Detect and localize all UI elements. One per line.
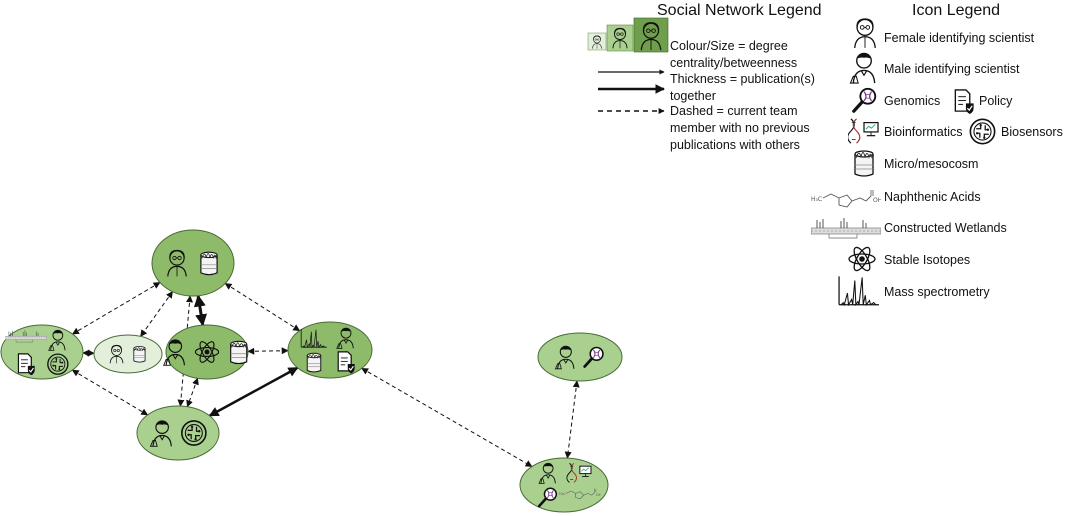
female-scientist-mesocosm-node xyxy=(151,229,235,297)
male-scientist-bioinformatics-naphthenic-node xyxy=(519,457,609,513)
edge-G-H-dashed xyxy=(564,380,580,459)
icon-legend-title: Icon Legend xyxy=(912,2,1001,19)
node-ellipse xyxy=(537,332,623,382)
social-legend-item-dashed: Dashed = current team member with no pre… xyxy=(670,104,810,152)
icon-label-male: Male identifying scientist xyxy=(884,62,1020,76)
female-scientist-mesocosm-light-node xyxy=(93,334,163,374)
node-ellipse xyxy=(0,324,84,380)
node-ellipse xyxy=(93,334,163,374)
social-legend-item-thickness: Thickness = publication(s) together xyxy=(670,72,815,103)
mass-spectrometry-icon xyxy=(838,275,880,306)
node-ellipse xyxy=(287,321,373,379)
male-scientist-genomics-node xyxy=(537,332,623,382)
social-legend-item-colour-size: Colour/Size = degree centrality/betweenn… xyxy=(670,39,798,70)
social-legend-graphics xyxy=(587,17,669,114)
male-scientist-wetlands-policy-biosensors-node xyxy=(0,324,84,380)
network-edges xyxy=(71,282,580,467)
policy-icon xyxy=(954,89,975,114)
mesocosm-icon xyxy=(200,251,218,276)
icon-label-policy: Policy xyxy=(979,94,1013,108)
icon-label-genomics: Genomics xyxy=(884,94,941,108)
edge-D-E-dashed xyxy=(247,347,289,355)
stable-isotopes-icon xyxy=(848,244,876,274)
naphthenic-acids-icon xyxy=(811,189,881,208)
social-legend-title: Social Network Legend xyxy=(657,2,822,19)
male-scientist-icon xyxy=(849,52,876,84)
bioinformatics-icon xyxy=(848,118,879,144)
male-scientist-isotopes-mesocosm-node xyxy=(163,324,249,380)
icon-label-female: Female identifying scientist xyxy=(884,31,1035,45)
colour-size-swatch xyxy=(587,17,669,53)
edge-D-F-dashed xyxy=(186,377,199,408)
edge-B-F-dashed xyxy=(71,369,149,416)
node-ellipse xyxy=(136,405,220,461)
edge-A-F-dashed xyxy=(177,295,194,407)
network-nodes xyxy=(0,229,623,513)
edge-A-C-dashed xyxy=(140,291,173,337)
genomics-icon xyxy=(852,87,877,113)
edge-A-B-dashed xyxy=(71,282,161,335)
mesocosm-icon xyxy=(133,346,146,363)
icon-label-naphthenic: Naphthenic Acids xyxy=(884,190,981,204)
node-ellipse xyxy=(519,457,609,513)
edge-A-E-dashed xyxy=(224,283,301,332)
female-scientist-icon xyxy=(854,18,876,49)
edge-F-E-solid xyxy=(208,366,299,417)
icon-label-bioinformatics: Bioinformatics xyxy=(884,125,963,139)
male-scientist-biosensors-node xyxy=(136,405,220,461)
icon-label-isotopes: Stable Isotopes xyxy=(884,253,971,267)
icon-label-mesocosm: Micro/mesocosm xyxy=(884,157,979,171)
icon-label-biosensors: Biosensors xyxy=(1001,125,1063,139)
constructed-wetlands-icon xyxy=(811,217,881,239)
edge-A-D-solid xyxy=(193,294,208,327)
mesocosm-icon xyxy=(854,150,874,177)
icon-label-wetlands: Constructed Wetlands xyxy=(884,221,1007,235)
male-scientist-mesocosm-policy-node xyxy=(287,321,373,379)
mesocosm-icon xyxy=(230,340,248,365)
icon-label-mass-spec: Mass spectrometry xyxy=(884,285,990,299)
edge-E-H-dashed xyxy=(361,367,533,467)
node-ellipse xyxy=(151,229,235,297)
mesocosm-icon xyxy=(306,352,322,373)
biosensors-icon xyxy=(969,118,996,145)
